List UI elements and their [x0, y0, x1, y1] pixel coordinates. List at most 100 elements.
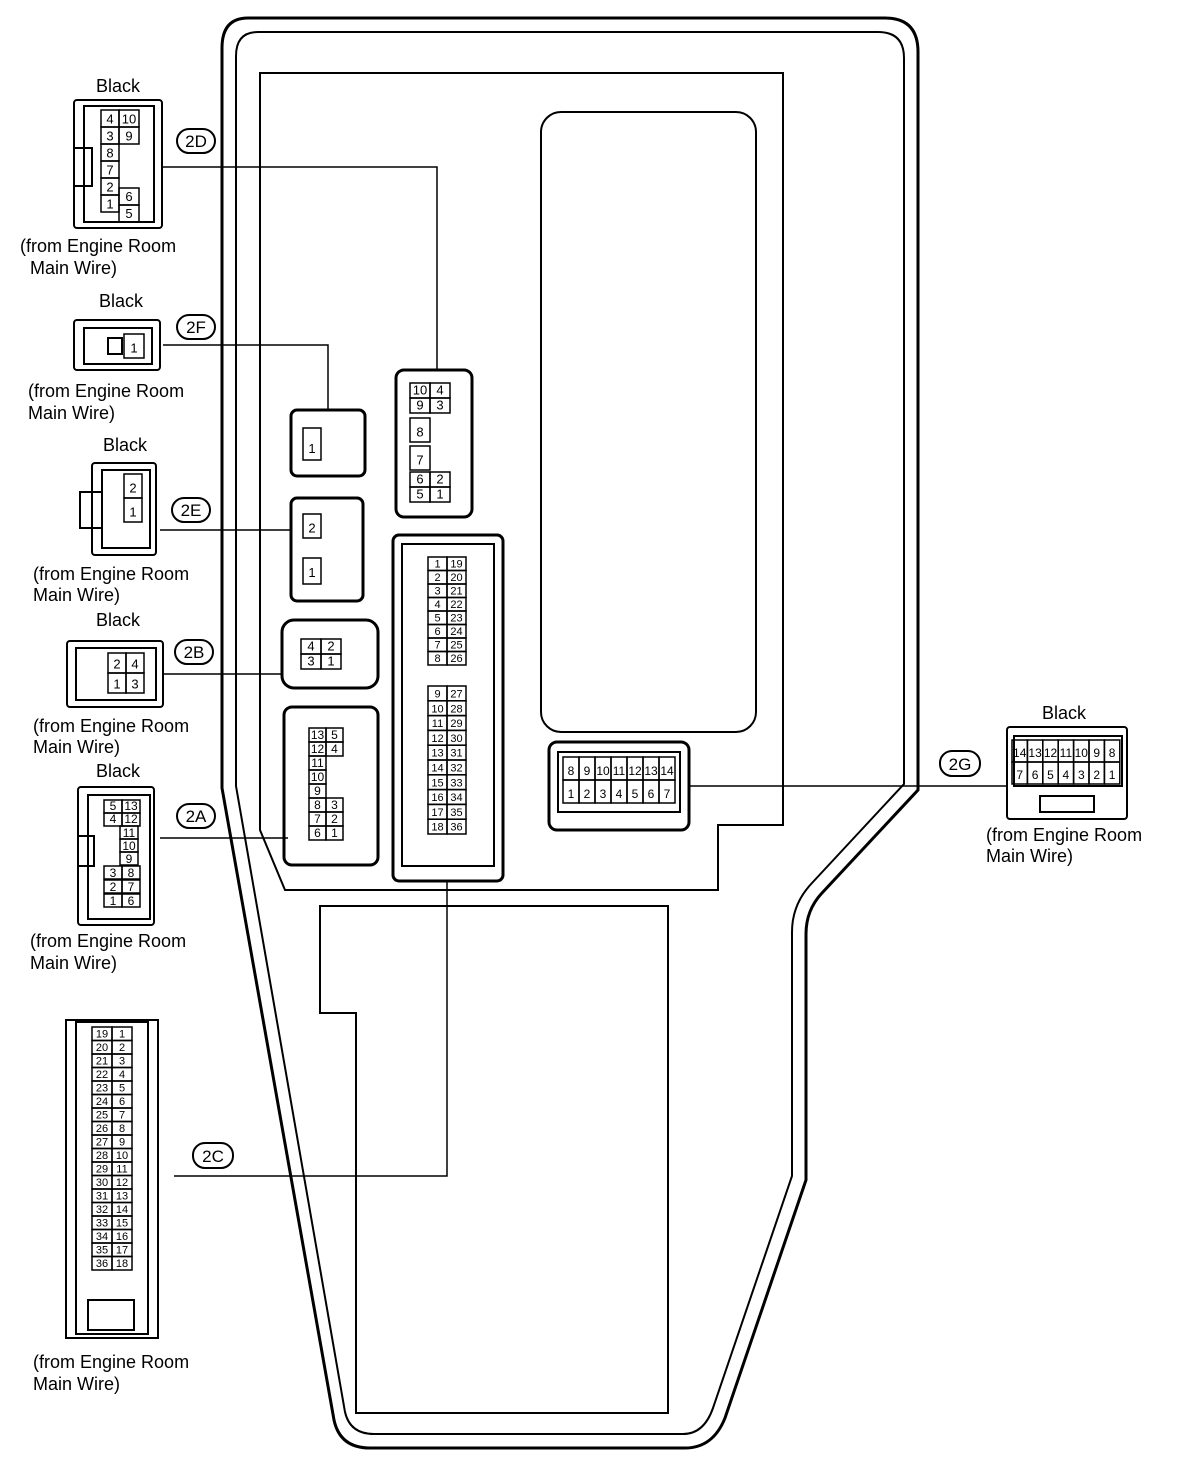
pin-number: 6 — [128, 894, 135, 908]
pin-cell: 2 — [578, 779, 596, 804]
pin-number: 17 — [116, 1245, 128, 1257]
pin-number: 7 — [664, 787, 671, 801]
pin-number: 3 — [436, 398, 443, 413]
pin-number: 2 — [434, 572, 440, 584]
pin-cell: 14 — [658, 756, 676, 781]
pin-number: 8 — [128, 866, 135, 880]
pin-number: 8 — [568, 764, 575, 778]
pin-number: 15 — [431, 777, 443, 789]
pin-cell: 12 — [111, 1174, 133, 1190]
pin-cell: 6 — [308, 825, 327, 841]
pin-cell: 34 — [91, 1228, 113, 1244]
pin-number: 2 — [327, 639, 334, 654]
pin-cell: 24 — [446, 623, 467, 639]
pin-cell: 29 — [446, 714, 467, 732]
pin-cell: 9 — [1088, 739, 1106, 763]
pin-number: 6 — [125, 189, 132, 204]
label-2D-source-2: Main Wire) — [30, 258, 117, 278]
pin-cell: 6 — [1026, 761, 1044, 785]
pin-number: 3 — [1078, 768, 1085, 782]
pin-cell: 28 — [91, 1147, 113, 1163]
pin-cell: 26 — [446, 650, 467, 666]
pin-cell: 1 — [320, 653, 342, 670]
label-2A-color: Black — [96, 761, 141, 781]
pin-number: 9 — [314, 784, 321, 798]
pin-cell: 9 — [118, 126, 140, 145]
pin-cell: 22 — [91, 1066, 113, 1082]
pin-number: 5 — [434, 613, 440, 625]
tag-2C: 2C — [192, 1142, 234, 1169]
pin-cell: 2 — [111, 1039, 133, 1055]
pin-cell: 2 — [429, 471, 451, 488]
pin-cell: 13 — [1026, 739, 1044, 763]
pin-number: 1 — [130, 341, 137, 356]
pin-number: 12 — [628, 764, 642, 778]
pin-cell: 3 — [325, 797, 344, 813]
pin-number: 7 — [434, 640, 440, 652]
pin-number: 1 — [119, 1029, 125, 1041]
pin-cell: 12 — [626, 756, 644, 781]
pin-number: 36 — [450, 822, 462, 834]
pin-cell: 7 — [409, 445, 431, 471]
pin-number: 10 — [116, 1150, 128, 1162]
pin-cell: 1 — [562, 779, 580, 804]
pin-number: 1 — [1109, 768, 1116, 782]
pin-number: 19 — [450, 559, 462, 571]
pin-cell: 21 — [91, 1053, 113, 1069]
tag-2G: 2G — [939, 750, 981, 777]
pin-cell: 1 — [103, 893, 123, 908]
pin-number: 13 — [124, 799, 138, 813]
pin-cell: 1 — [429, 486, 451, 503]
pin-number: 14 — [1013, 746, 1027, 760]
label-2G-source-1: (from Engine Room — [986, 825, 1142, 845]
pin-number: 4 — [106, 111, 113, 126]
pin-cell: 4 — [100, 109, 120, 128]
svg-text:2D: 2D — [185, 132, 207, 151]
pin-number: 9 — [126, 852, 133, 866]
pin-number: 18 — [431, 822, 443, 834]
pin-cell: 27 — [446, 685, 467, 702]
pin-cell: 13 — [111, 1188, 133, 1204]
pin-cell: 20 — [446, 569, 467, 585]
pin-cell: 1 — [123, 333, 145, 359]
pin-cell: 5 — [626, 779, 644, 804]
pin-number: 14 — [116, 1204, 128, 1216]
pin-cell: 17 — [427, 803, 448, 820]
pin-number: 6 — [434, 626, 440, 638]
pin-cell: 3 — [427, 583, 448, 599]
tag-2D: 2D — [176, 128, 216, 154]
label-2C-source-1: (from Engine Room — [33, 1352, 189, 1372]
pin-number: 2 — [129, 481, 136, 496]
pin-number: 13 — [431, 748, 443, 760]
pin-number: 3 — [119, 1056, 125, 1068]
pin-number: 5 — [632, 787, 639, 801]
svg-text:2A: 2A — [186, 807, 207, 826]
label-2E-source-1: (from Engine Room — [33, 564, 189, 584]
pin-cell: 32 — [446, 759, 467, 776]
pin-number: 10 — [122, 111, 136, 126]
pin-cell: 3 — [300, 653, 322, 670]
pin-number: 6 — [314, 826, 321, 840]
pin-cell: 23 — [91, 1080, 113, 1096]
pin-number: 29 — [450, 718, 462, 730]
pin-number: 10 — [1075, 746, 1089, 760]
connector-tags: 2D 2F 2E 2B 2A 2C 2G — [171, 128, 981, 1169]
label-2F-color: Black — [99, 291, 144, 311]
pin-number: 13 — [1028, 746, 1042, 760]
pin-cell: 3 — [594, 779, 612, 804]
pin-cell: 10 — [119, 838, 139, 853]
pin-number: 16 — [116, 1231, 128, 1243]
pin-number: 5 — [416, 487, 423, 502]
pin-number: 23 — [450, 613, 462, 625]
pin-number: 8 — [119, 1123, 125, 1135]
pin-cell: 1 — [111, 1026, 133, 1042]
pin-number: 30 — [450, 733, 462, 745]
pin-number: 9 — [119, 1137, 125, 1149]
pin-number: 10 — [596, 764, 610, 778]
pin-number: 2 — [113, 657, 120, 672]
